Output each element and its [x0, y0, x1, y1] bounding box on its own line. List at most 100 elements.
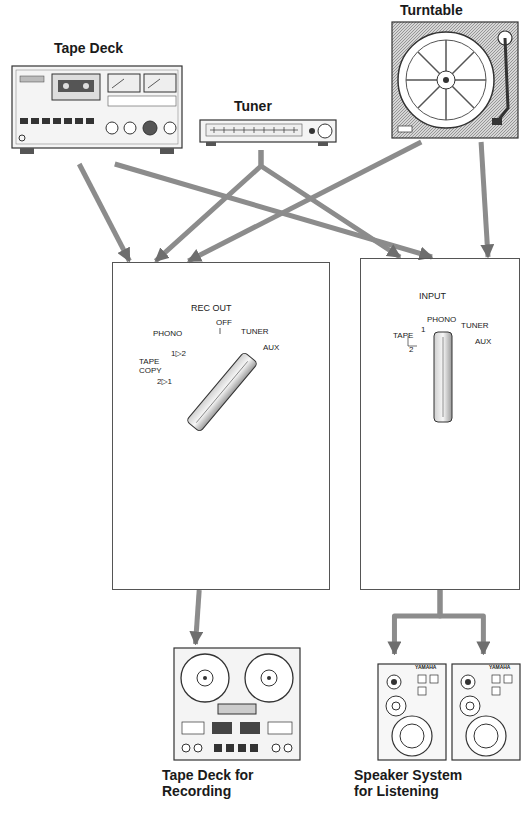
- reel-deck-picture-part: [238, 744, 246, 752]
- reel-deck-picture-part: [214, 744, 222, 752]
- device-picture: Tape Deck: [8, 40, 186, 164]
- selector-panel: INPUTTAPE12PHONOTUNERAUX: [360, 258, 520, 590]
- turntable-picture-part: [437, 71, 455, 89]
- cassette-deck-picture-part: [83, 83, 89, 89]
- reel-deck-picture-part: [272, 744, 280, 752]
- cassette-deck-picture-part: [124, 122, 136, 134]
- speaker-picture-part: [400, 724, 424, 748]
- speaker-picture-part: [392, 702, 400, 710]
- rec-out-knob-part: [220, 328, 221, 334]
- reel-deck-picture-part: [212, 722, 232, 734]
- cassette-deck-picture-part: [164, 122, 176, 134]
- selector-position: AUX: [263, 343, 289, 352]
- arrow-line: [440, 590, 483, 654]
- reel-deck-picture-part: [182, 722, 204, 734]
- cassette-deck-picture-part: [31, 118, 39, 124]
- signal-arrow: [79, 164, 129, 261]
- speaker-picture-part: [391, 679, 397, 685]
- cassette-deck-picture-part: [64, 118, 72, 124]
- device-name: Tape Deck: [54, 40, 174, 56]
- cassette-deck-picture-part: [108, 96, 176, 106]
- tuner-picture-part: [206, 124, 302, 136]
- cassette-deck-picture-part: [53, 118, 61, 124]
- reel-deck-picture-part: [194, 744, 202, 752]
- brand-label: YAMAHA: [415, 665, 436, 670]
- tuner-picture-part: [318, 124, 332, 138]
- input-knob-part: [434, 332, 452, 422]
- turntable-picture-part: [443, 77, 449, 83]
- input-knob-part: [443, 337, 444, 417]
- selector-position: PHONO: [427, 315, 461, 324]
- turntable-picture-part: [406, 40, 486, 120]
- rec-out-knob-part: [196, 361, 247, 422]
- device-name: Speaker System for Listening: [354, 767, 474, 799]
- speaker-picture-part: [418, 687, 426, 695]
- reel-deck-picture-part: [250, 744, 258, 752]
- selector-position: TAPE COPY: [139, 357, 165, 375]
- selector-title: REC OUT: [191, 303, 261, 313]
- reel-deck-picture-part: [181, 654, 229, 702]
- reel-deck-picture-part: [268, 722, 292, 734]
- tuner-picture-part: [309, 128, 315, 134]
- cassette-deck-picture-part: [108, 74, 140, 92]
- signal-arrow: [481, 142, 488, 257]
- signal-arrow: [394, 590, 483, 654]
- rec-out-knob: [186, 328, 258, 432]
- speaker-picture-part: [466, 716, 506, 756]
- turntable-picture-part: [398, 32, 494, 128]
- speaker-picture-part: [492, 687, 500, 695]
- signal-arrow: [188, 142, 421, 261]
- reel-deck-picture-part: [284, 744, 292, 752]
- turntable-picture: [392, 22, 518, 138]
- device-picture: Speaker System for Listening: [350, 655, 521, 810]
- cassette-deck-picture-part: [52, 74, 100, 100]
- cassette-deck-picture-part: [20, 148, 34, 154]
- device-name: Tuner: [234, 98, 314, 114]
- speaker-picture-part: [492, 675, 500, 683]
- selector-position: 1▷2: [171, 349, 201, 358]
- turntable-picture-part: [497, 38, 508, 122]
- speaker-picture-part: [466, 702, 474, 710]
- signal-arrow: [156, 150, 261, 261]
- reel-deck-picture-part: [218, 704, 256, 714]
- device-name: Tape Deck for Recording: [162, 767, 262, 799]
- reel-deck-picture-part: [197, 670, 213, 686]
- speaker-picture-part: [504, 675, 512, 683]
- device-picture: Turntable: [388, 0, 521, 142]
- reel-deck-picture-part: [240, 722, 260, 734]
- arrow-line: [79, 164, 129, 261]
- device-picture: Tape Deck for Recording: [158, 645, 308, 810]
- arrow-line: [394, 590, 440, 654]
- cassette-deck-picture-part: [106, 122, 118, 134]
- tuner-picture-part: [210, 127, 298, 133]
- cassette-deck-picture: [12, 66, 182, 154]
- cassette-deck-picture-part: [144, 74, 176, 92]
- arrow-line: [115, 164, 432, 257]
- speaker-picture-part: [387, 675, 401, 689]
- selector-position: 2: [409, 345, 417, 354]
- input-knob: [408, 332, 452, 422]
- device-picture: Tuner: [198, 98, 338, 150]
- turntable-picture-part: [392, 22, 518, 138]
- cassette-deck-picture-part: [58, 80, 94, 92]
- cassette-deck-picture-part: [16, 70, 178, 144]
- reel-deck-picture-part: [261, 670, 277, 686]
- speaker-picture-part: [418, 675, 426, 683]
- selector-position: PHONO: [153, 329, 193, 338]
- selector-position: 1: [421, 325, 429, 334]
- arrow-line: [188, 142, 421, 261]
- arrow-line: [481, 142, 488, 257]
- selector-title: INPUT: [419, 291, 479, 301]
- cassette-deck-picture-part: [20, 118, 28, 124]
- turntable-picture-part: [398, 126, 412, 132]
- arrow-line: [196, 590, 200, 644]
- selector-position: TUNER: [241, 327, 275, 336]
- signal-arrow: [196, 590, 200, 644]
- speaker-picture: [378, 664, 520, 760]
- selector-position: AUX: [475, 337, 501, 346]
- speaker-picture-part: [460, 696, 480, 716]
- cassette-deck-picture-part: [75, 118, 83, 124]
- device-name: Turntable: [400, 2, 510, 18]
